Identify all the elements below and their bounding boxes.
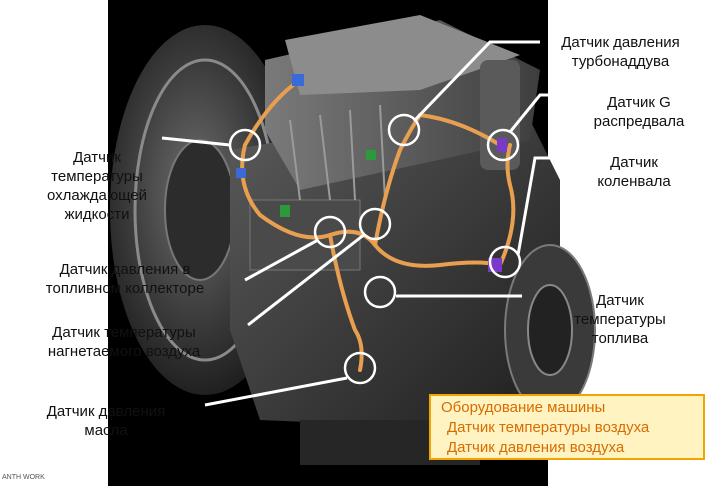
label-fuel-temp-sensor: Датчик температуры топлива bbox=[574, 292, 666, 347]
oil-pressure-circle bbox=[343, 351, 377, 385]
crankshaft-circle bbox=[488, 245, 522, 279]
fuel-temp-circle bbox=[363, 275, 397, 309]
watermark: ANTH WORK bbox=[2, 474, 45, 481]
leader-oil-pressure bbox=[204, 376, 348, 407]
leader-lines bbox=[161, 40, 580, 407]
leader-intake-air bbox=[247, 232, 366, 327]
label-intake-air-temp-sensor: Датчик температуры нагнетаемого воздуха bbox=[47, 324, 201, 360]
legend-air-pressure-sensor: Датчик давления воздуха bbox=[447, 439, 625, 456]
label-coolant-temp-sensor: Датчик температуры охлаждающей жидкости bbox=[46, 149, 148, 223]
legend-air-temp-sensor: Датчик температуры воздуха bbox=[447, 419, 650, 436]
boost-pressure-circle bbox=[387, 113, 421, 147]
intake-air-circle bbox=[358, 207, 392, 241]
label-oil-pressure-sensor: Датчик давления масла bbox=[46, 403, 166, 439]
legend-box: Оборудование машины Датчик температуры в… bbox=[429, 394, 705, 460]
engine-block bbox=[230, 15, 596, 465]
camshaft-circle bbox=[486, 128, 520, 162]
leader-coolant-temp bbox=[161, 136, 231, 147]
leader-crankshaft bbox=[516, 156, 575, 256]
fuel-rail-circle bbox=[313, 215, 347, 249]
label-boost-pressure-sensor: Датчик давления турбонаддува bbox=[561, 34, 680, 70]
label-crankshaft-sensor: Датчик коленвала bbox=[597, 154, 671, 190]
leader-fuel-rail bbox=[244, 238, 319, 282]
label-camshaft-g-sensor: Датчик G распредвала bbox=[593, 94, 685, 130]
label-fuel-rail-pressure-sensor: Датчик давления в топливном коллекторе bbox=[45, 261, 205, 297]
leader-camshaft bbox=[508, 93, 580, 133]
leader-boost-pressure bbox=[412, 40, 540, 123]
legend-equipment: Оборудование машины bbox=[441, 399, 606, 416]
sensor-circles bbox=[228, 113, 522, 385]
